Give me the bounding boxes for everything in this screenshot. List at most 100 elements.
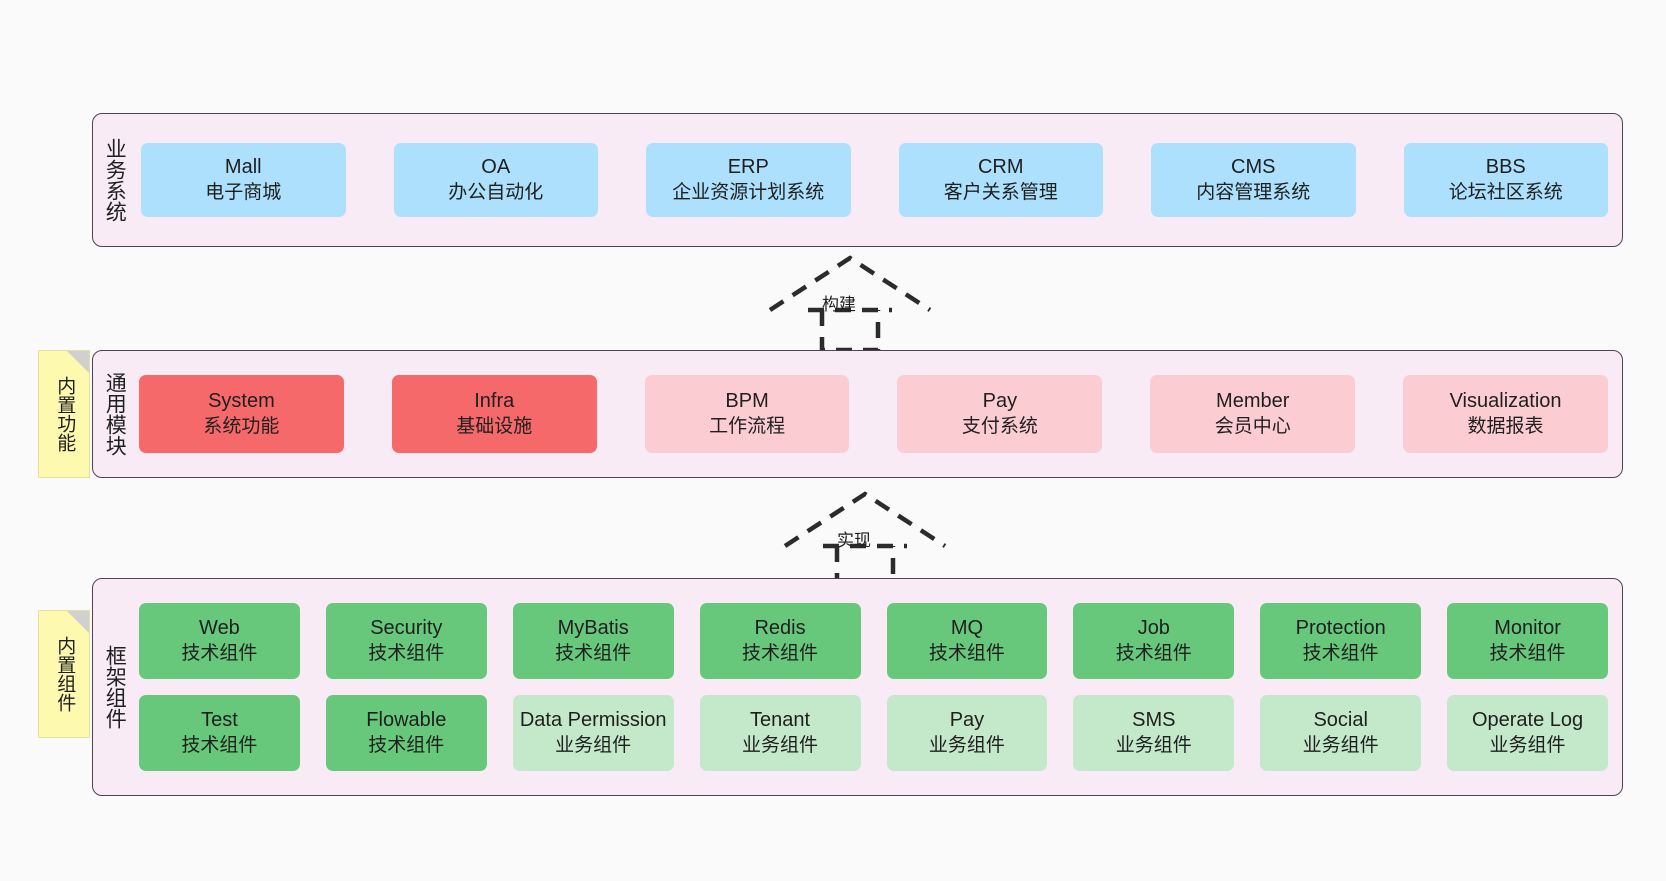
module-subtitle: 电子商城: [205, 181, 282, 203]
module-card-mall[interactable]: Mall 电子商城: [141, 143, 346, 217]
module-card-bbs[interactable]: BBS 论坛社区系统: [1403, 143, 1608, 217]
component-subtitle: 技术组件: [368, 642, 445, 664]
note-fold-corner-icon: [67, 611, 89, 633]
layer-body-common-module: System 系统功能 Infra 基础设施 BPM 工作流程 Pay 支付系统…: [135, 351, 1622, 477]
component-subtitle: 技术组件: [1115, 642, 1192, 664]
component-card-monitor[interactable]: Monitor 技术组件: [1447, 603, 1608, 679]
module-subtitle: 工作流程: [709, 415, 786, 437]
component-title: Tenant: [750, 709, 811, 732]
layer-title-common-module: 通用模块: [103, 372, 127, 456]
module-title: Mall: [224, 156, 262, 179]
component-title: Web: [199, 617, 240, 640]
module-subtitle: 支付系统: [961, 415, 1038, 437]
module-title: System: [208, 390, 275, 413]
module-title: Member: [1216, 390, 1290, 413]
component-title: SMS: [1132, 709, 1176, 732]
component-subtitle: 业务组件: [1302, 734, 1379, 756]
component-card-social[interactable]: Social 业务组件: [1260, 695, 1422, 771]
component-card-pay[interactable]: Pay 业务组件: [886, 695, 1048, 771]
component-title: Data Permission: [519, 709, 667, 732]
module-card-oa[interactable]: OA 办公自动化: [393, 143, 598, 217]
module-card-system[interactable]: System 系统功能: [139, 375, 344, 453]
component-card-mybatis[interactable]: MyBatis 技术组件: [512, 603, 674, 679]
module-title: Pay: [982, 390, 1018, 413]
note-text: 内置组件: [54, 636, 76, 712]
component-card-web[interactable]: Web 技术组件: [139, 603, 300, 679]
note-text: 内置功能: [54, 376, 76, 452]
module-subtitle: 会员中心: [1214, 415, 1291, 437]
component-card-data-permission[interactable]: Data Permission 业务组件: [512, 695, 674, 771]
build-arrow: 构建: [760, 252, 940, 353]
module-card-crm[interactable]: CRM 客户关系管理: [898, 143, 1103, 217]
component-title: Social: [1313, 709, 1368, 732]
note-builtin-function: 内置功能: [38, 350, 90, 478]
component-title: Redis: [754, 617, 806, 640]
row: System 系统功能 Infra 基础设施 BPM 工作流程 Pay 支付系统…: [139, 375, 1608, 453]
note-fold-corner-icon: [67, 351, 89, 373]
component-subtitle: 业务组件: [1489, 734, 1566, 756]
component-subtitle: 技术组件: [1489, 642, 1566, 664]
component-card-operate-log[interactable]: Operate Log 业务组件: [1447, 695, 1608, 771]
module-title: BBS: [1485, 156, 1526, 179]
component-subtitle: 技术组件: [181, 642, 258, 664]
module-title: BPM: [725, 390, 769, 413]
component-subtitle: 技术组件: [742, 642, 819, 664]
row: Mall 电子商城 OA 办公自动化 ERP 企业资源计划系统 CRM 客户关系…: [141, 143, 1608, 217]
component-card-mq[interactable]: MQ 技术组件: [886, 603, 1048, 679]
module-title: Visualization: [1449, 390, 1562, 413]
module-card-bpm[interactable]: BPM 工作流程: [644, 375, 850, 453]
component-title: Operate Log: [1471, 709, 1584, 732]
module-subtitle: 数据报表: [1467, 415, 1544, 437]
module-title: CRM: [977, 156, 1024, 179]
module-subtitle: 客户关系管理: [943, 181, 1058, 203]
component-subtitle: 业务组件: [928, 734, 1005, 756]
component-card-flowable[interactable]: Flowable 技术组件: [325, 695, 487, 771]
module-title: CMS: [1231, 156, 1276, 179]
module-card-visualization[interactable]: Visualization 数据报表: [1403, 375, 1608, 453]
layer-business-system: 业务系统 Mall 电子商城 OA 办公自动化 ERP 企业资源计划系统 CRM…: [92, 113, 1623, 247]
module-card-cms[interactable]: CMS 内容管理系统: [1151, 143, 1356, 217]
component-subtitle: 业务组件: [1115, 734, 1192, 756]
component-card-sms[interactable]: SMS 业务组件: [1073, 695, 1235, 771]
component-title: Job: [1137, 617, 1170, 640]
module-subtitle: 系统功能: [203, 415, 280, 437]
layer-title-business-system: 业务系统: [103, 138, 127, 222]
component-title: MyBatis: [557, 617, 629, 640]
component-title: Pay: [949, 709, 985, 732]
module-subtitle: 论坛社区系统: [1448, 181, 1563, 203]
module-subtitle: 企业资源计划系统: [672, 181, 825, 203]
component-card-job[interactable]: Job 技术组件: [1073, 603, 1235, 679]
module-title: ERP: [727, 156, 769, 179]
module-card-pay[interactable]: Pay 支付系统: [897, 375, 1103, 453]
component-title: MQ: [950, 617, 984, 640]
component-subtitle: 技术组件: [181, 734, 258, 756]
component-card-tenant[interactable]: Tenant 业务组件: [699, 695, 861, 771]
module-card-member[interactable]: Member 会员中心: [1150, 375, 1356, 453]
component-card-protection[interactable]: Protection 技术组件: [1260, 603, 1422, 679]
layer-framework-component: 框架组件 Web 技术组件 Security 技术组件 MyBatis 技术组件…: [92, 578, 1623, 796]
component-subtitle: 业务组件: [555, 734, 632, 756]
component-subtitle: 业务组件: [742, 734, 819, 756]
layer-body-business-system: Mall 电子商城 OA 办公自动化 ERP 企业资源计划系统 CRM 客户关系…: [135, 114, 1622, 246]
row: Web 技术组件 Security 技术组件 MyBatis 技术组件 Redi…: [139, 603, 1608, 679]
component-subtitle: 技术组件: [555, 642, 632, 664]
module-title: Infra: [474, 390, 515, 413]
build-arrow-label: 构建: [822, 295, 856, 314]
component-title: Flowable: [366, 709, 447, 732]
component-card-security[interactable]: Security 技术组件: [325, 603, 487, 679]
component-title: Monitor: [1494, 617, 1561, 640]
implement-arrow-label: 实现: [837, 531, 871, 550]
component-card-test[interactable]: Test 技术组件: [139, 695, 300, 771]
note-builtin-component: 内置组件: [38, 610, 90, 738]
module-card-erp[interactable]: ERP 企业资源计划系统: [646, 143, 851, 217]
component-subtitle: 技术组件: [1302, 642, 1379, 664]
layer-body-framework-component: Web 技术组件 Security 技术组件 MyBatis 技术组件 Redi…: [135, 579, 1622, 795]
component-card-redis[interactable]: Redis 技术组件: [699, 603, 861, 679]
component-title: Protection: [1295, 617, 1386, 640]
module-card-infra[interactable]: Infra 基础设施: [391, 375, 597, 453]
component-title: Security: [370, 617, 443, 640]
layer-common-module: 通用模块 System 系统功能 Infra 基础设施 BPM 工作流程 Pay…: [92, 350, 1623, 478]
component-subtitle: 技术组件: [928, 642, 1005, 664]
implement-arrow: 实现: [775, 488, 955, 589]
